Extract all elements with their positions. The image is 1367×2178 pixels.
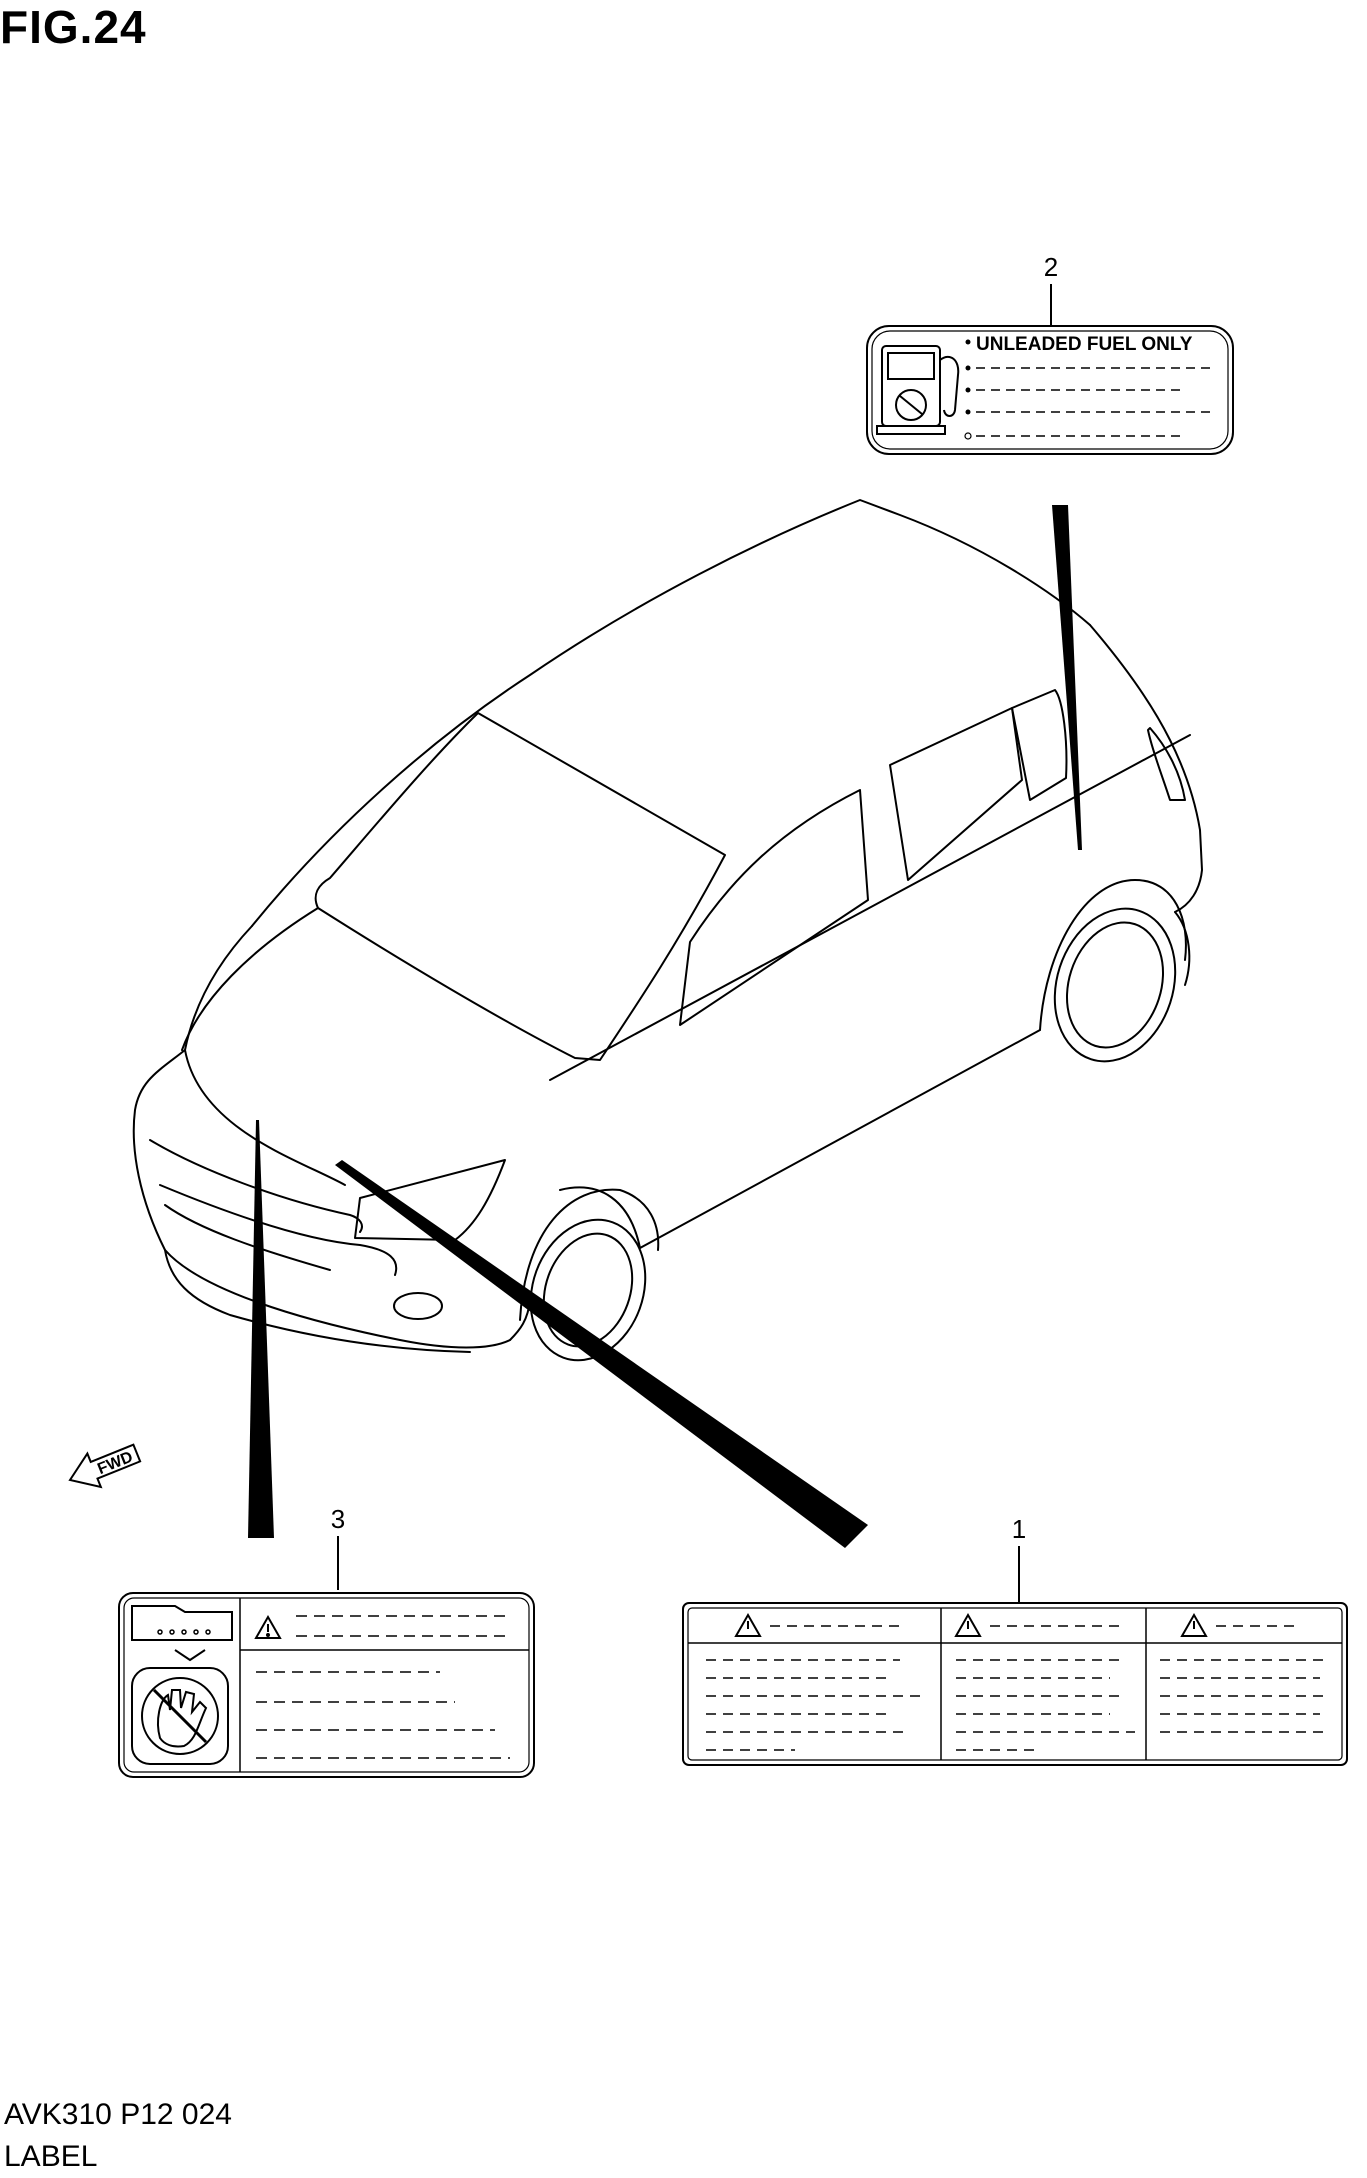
callout-numbers: 2 3 1	[331, 252, 1058, 1602]
fuel-label-text: UNLEADED FUEL ONLY	[976, 334, 1193, 355]
warning-triangle-icon	[254, 1614, 282, 1639]
hand-prohibited-icon	[131, 1667, 229, 1765]
fuel-label-lines	[976, 367, 1210, 437]
figure-caption: LABEL	[4, 2140, 98, 2173]
figure-title: FIG.24	[0, 1, 147, 53]
leader-label-2	[1052, 505, 1082, 850]
hand-label-lines	[256, 1615, 512, 1759]
fuel-label: UNLEADED FUEL ONLY	[866, 325, 1234, 455]
warning-triangle-icon	[734, 1612, 1208, 1637]
leader-lines	[248, 505, 1082, 1548]
leader-label-1	[335, 1160, 868, 1548]
car-outline	[132, 499, 1203, 1362]
callout-3: 3	[331, 1504, 345, 1534]
forward-arrow-icon: FWD	[68, 1443, 142, 1489]
callout-1: 1	[1012, 1514, 1026, 1544]
leader-label-3	[248, 1120, 274, 1538]
figure-code: AVK310 P12 024	[4, 2098, 232, 2131]
fuel-pump-icon	[876, 345, 960, 435]
hand-warning-label	[118, 1592, 535, 1778]
fan-icon	[131, 1605, 233, 1662]
triple-warning-label	[682, 1602, 1348, 1766]
triple-label-lines	[706, 1625, 1330, 1751]
callout-2: 2	[1044, 252, 1058, 282]
